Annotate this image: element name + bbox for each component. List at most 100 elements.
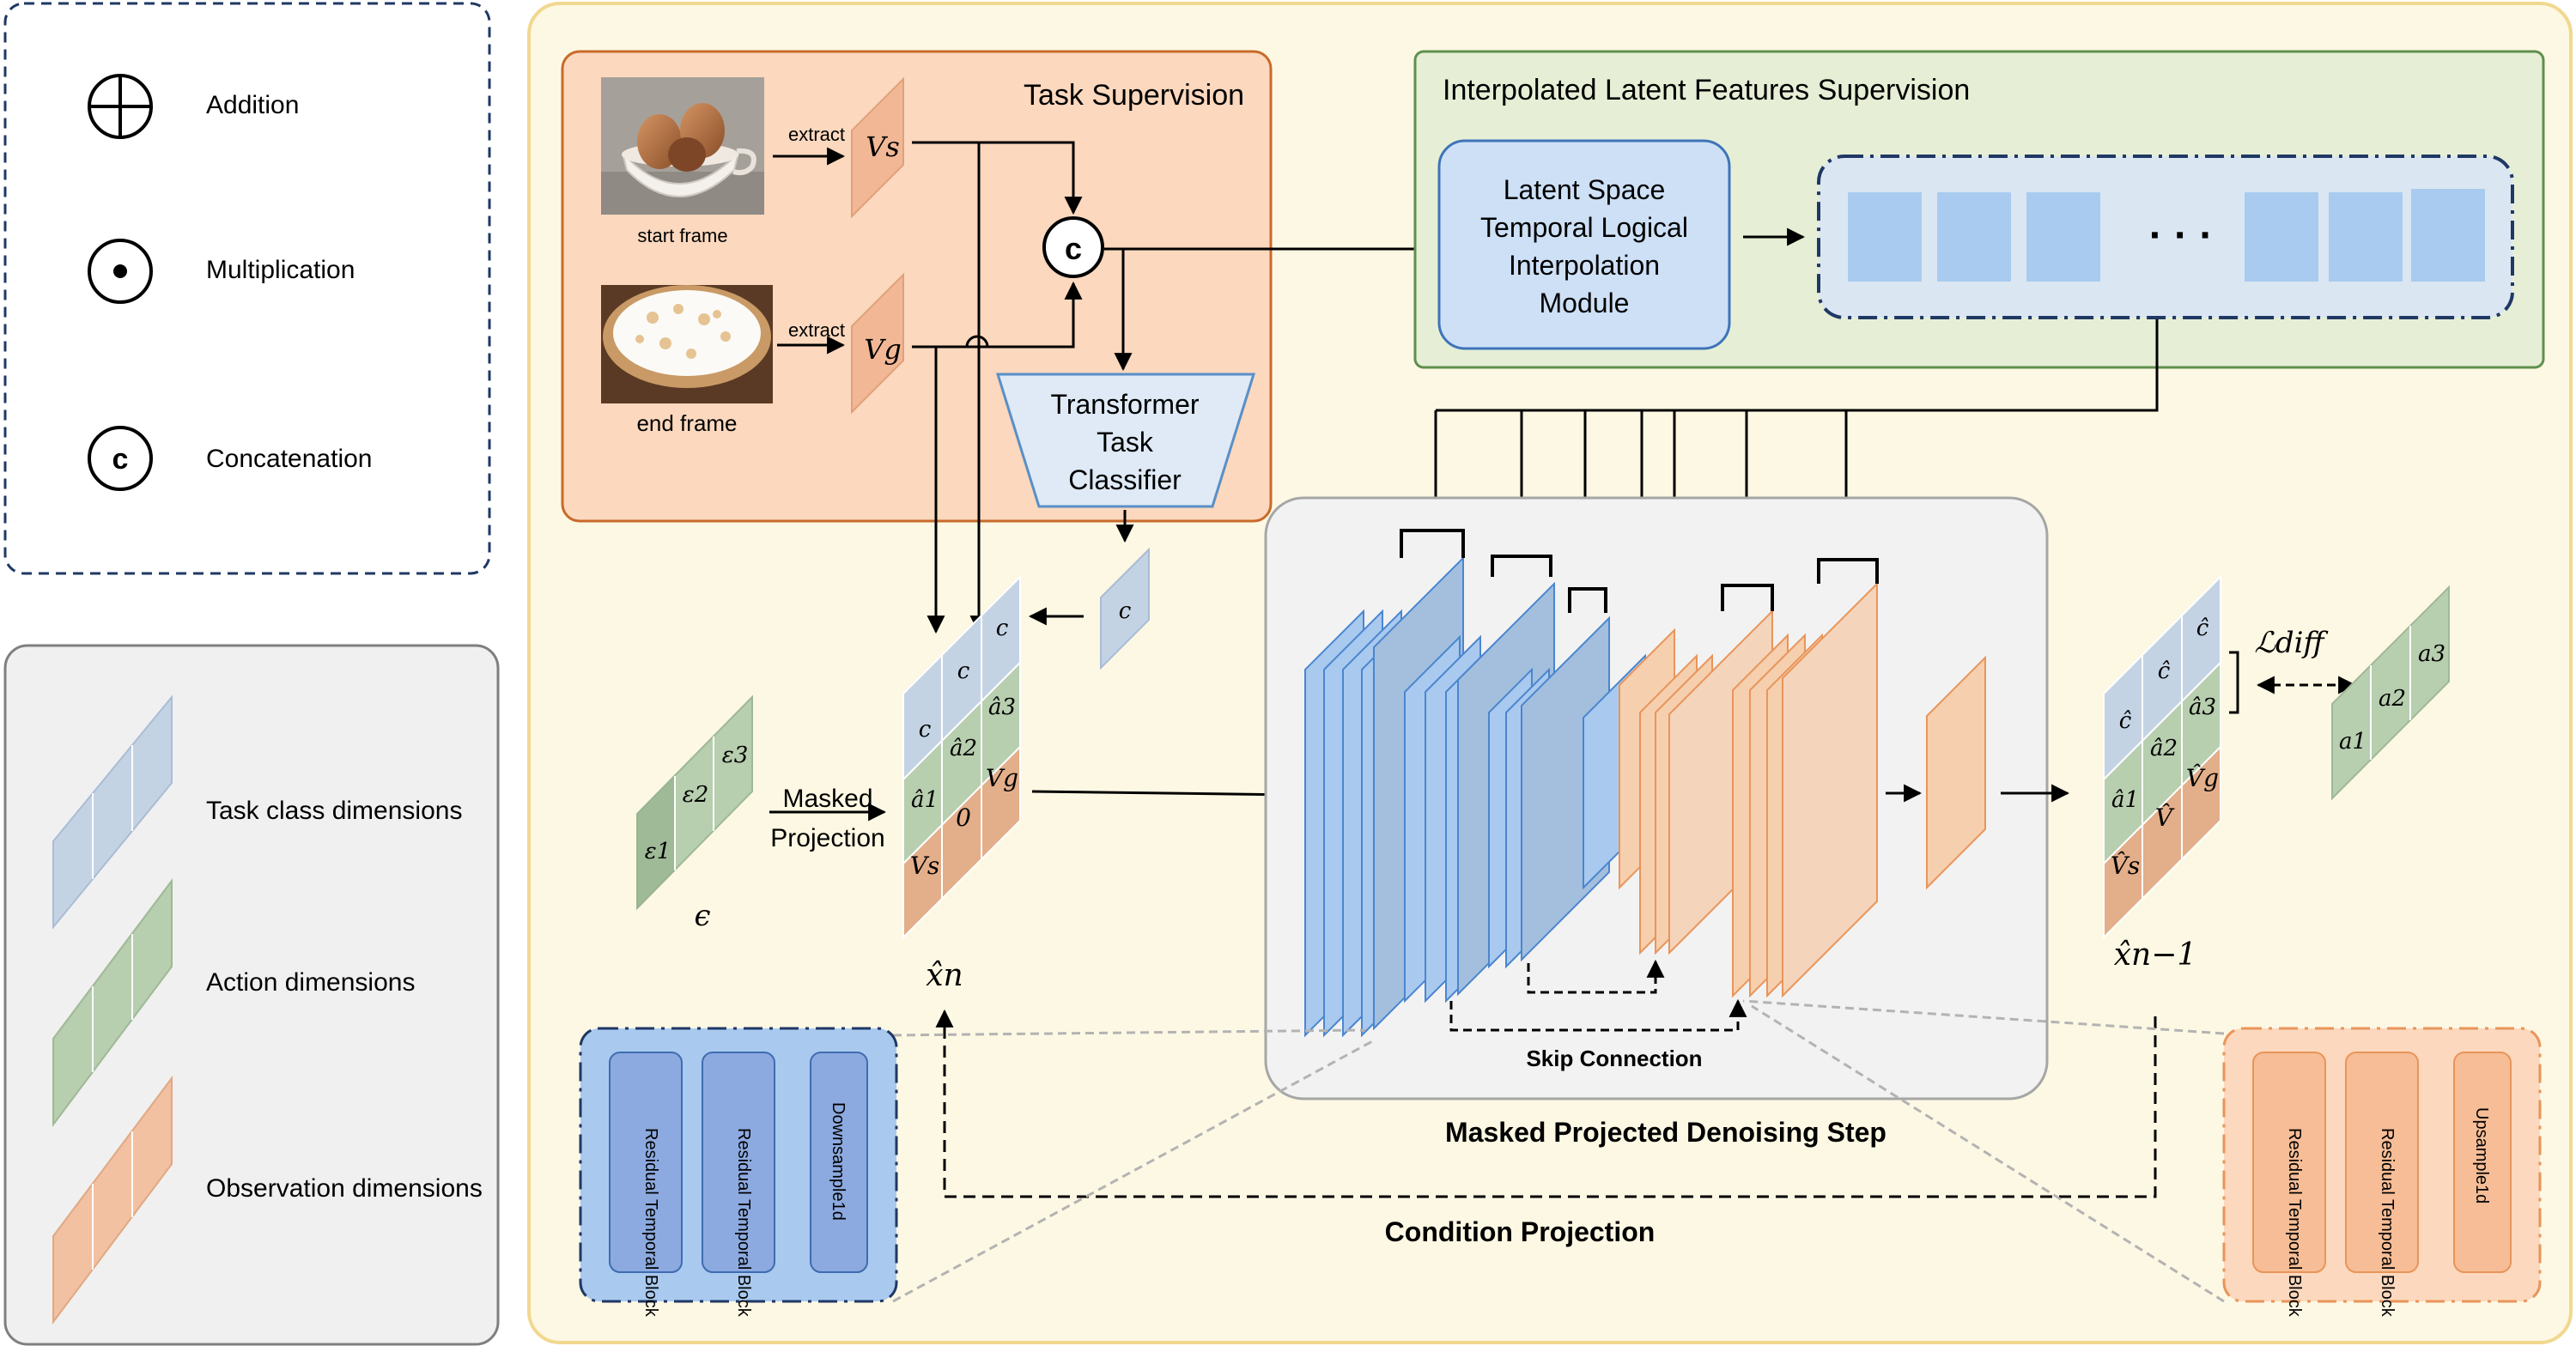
multiplication-label: Multiplication xyxy=(206,256,355,284)
out-task-2: ĉ xyxy=(2158,658,2171,684)
addition-label: Addition xyxy=(206,91,299,119)
out-action-1: â1 xyxy=(2111,787,2139,813)
out-obs-2: V̂ xyxy=(2155,803,2175,832)
observation-dimension-label: Observation dimensions xyxy=(206,1174,483,1203)
extract-label-end: extract xyxy=(788,319,845,341)
denoising-step-title: Masked Projected Denoising Step xyxy=(1445,1117,1886,1148)
skip-connection-label: Skip Connection xyxy=(1526,1046,1702,1071)
latent-feature-3 xyxy=(2026,192,2100,282)
xn-label: x̂n xyxy=(926,958,963,993)
up-block-detail: Residual Temporal Block Residual Tempora… xyxy=(2222,1027,2542,1318)
concat-node: c xyxy=(1042,216,1104,278)
features-ellipsis: · · · xyxy=(2149,213,2214,258)
upsample-block-label: Upsample1d xyxy=(2472,1107,2491,1204)
masked-projection-line-2: Projection xyxy=(770,824,884,852)
out-action-2: â2 xyxy=(2150,736,2178,761)
action-dimension-swatch xyxy=(52,878,173,1127)
classifier-line-2: Task xyxy=(1097,427,1154,458)
down-block-residual-2 xyxy=(702,1052,775,1273)
upsample-block xyxy=(2453,1052,2512,1273)
condition-projection-path xyxy=(935,1009,2157,1198)
down-block-residual-1-label: Residual Temporal Block xyxy=(641,1128,660,1318)
xn-obs-3: Vg xyxy=(986,764,1018,792)
end-frame-label: end frame xyxy=(636,410,737,436)
class-token: c xyxy=(1100,547,1150,670)
masked-projection-line-1: Masked xyxy=(782,785,872,813)
vg-feature: Vg xyxy=(851,272,904,415)
interpolation-module: Latent Space Temporal Logical Interpolat… xyxy=(1437,139,1731,350)
downsample-block-label: Downsample1d xyxy=(829,1102,848,1221)
transformer-task-classifier: Transformer Task Classifier xyxy=(995,373,1256,508)
eps-3: ε3 xyxy=(722,743,749,768)
task-supervision-title: Task Supervision xyxy=(1024,79,1244,112)
latent-feature-6 xyxy=(2411,189,2485,282)
decoder-layers xyxy=(1619,581,1986,998)
xn-action-3: â3 xyxy=(988,694,1016,720)
module-line-2: Temporal Logical xyxy=(1480,212,1688,243)
legend-operations: Addition Multiplication c Concatenation xyxy=(3,2,491,575)
down-block-residual-1 xyxy=(609,1052,683,1273)
down-block-detail: Residual Temporal Block Residual Tempora… xyxy=(579,1027,898,1318)
class-token-label: c xyxy=(1119,598,1132,624)
interp-supervision-title: Interpolated Latent Features Supervision xyxy=(1443,74,1970,106)
vs-feature: Vs xyxy=(851,76,904,219)
loss-label: ℒdiff xyxy=(2254,626,2328,660)
target-actions: a1 a2 a3 xyxy=(2331,585,2450,801)
up-block-residual-1 xyxy=(2252,1052,2326,1273)
out-obs-3: V̂g xyxy=(2186,764,2219,792)
noise-epsilon: ε1 ε2 ε3 xyxy=(636,694,753,911)
xn-task-1: c xyxy=(919,717,932,743)
output-grid: ĉ ĉ ĉ â1 â2 â3 V̂s V̂ V̂g xyxy=(2103,574,2221,940)
xn-grid: c c c â1 â2 â3 Vs 0 Vg xyxy=(902,574,1021,940)
concatenation-label: Concatenation xyxy=(206,445,372,473)
module-line-3: Interpolation xyxy=(1509,250,1660,281)
eps-1: ε1 xyxy=(645,839,671,864)
latent-feature-1 xyxy=(1848,192,1922,282)
xn-task-2: c xyxy=(957,658,970,684)
condition-projection-label: Condition Projection xyxy=(1385,1216,1656,1247)
addition-icon xyxy=(88,74,153,139)
down-block-residual-2-label: Residual Temporal Block xyxy=(734,1128,753,1318)
interpolated-features-sequence: · · · xyxy=(1817,155,2514,319)
target-a1: a1 xyxy=(2339,729,2366,755)
task-dimension-label: Task class dimensions xyxy=(206,797,462,825)
up-block-residual-2-label: Residual Temporal Block xyxy=(2378,1128,2397,1318)
classifier-line-3: Classifier xyxy=(1068,464,1182,495)
vs-symbol: Vs xyxy=(866,130,900,163)
eps-2: ε2 xyxy=(683,782,709,808)
xn-task-3: c xyxy=(996,615,1009,641)
feature-brackets xyxy=(1400,529,1879,613)
out-task-3: ĉ xyxy=(2196,615,2209,641)
classifier-line-1: Transformer xyxy=(1050,389,1199,420)
downsample-block xyxy=(810,1052,868,1273)
multiplication-icon xyxy=(88,239,153,304)
xn-1-label: x̂n−1 xyxy=(2114,937,2197,973)
action-dimension-label: Action dimensions xyxy=(206,968,415,997)
observation-dimension-swatch xyxy=(52,1076,173,1325)
out-action-3: â3 xyxy=(2189,694,2216,720)
xn-obs-2: 0 xyxy=(956,803,971,832)
xn-action-1: â1 xyxy=(911,787,939,813)
zoom-guides xyxy=(892,999,2225,1303)
concatenation-icon: c xyxy=(88,426,153,491)
legend-dimensions: Task class dimensions Action dimensions … xyxy=(3,644,500,1346)
encoder-layers xyxy=(1304,555,1646,1038)
concat-symbol: c xyxy=(112,443,129,476)
output-action-bracket xyxy=(2229,651,2239,714)
epsilon-symbol: ϵ xyxy=(694,899,710,933)
up-block-residual-2 xyxy=(2345,1052,2419,1273)
xn-obs-1: Vs xyxy=(910,852,940,880)
task-dimension-swatch xyxy=(52,694,173,930)
skip-connections xyxy=(1449,959,1747,1032)
latent-feature-2 xyxy=(1937,192,2011,282)
start-frame-label: start frame xyxy=(637,225,727,246)
concat-node-symbol: c xyxy=(1065,231,1082,266)
interp-supervision-panel: Interpolated Latent Features Supervision… xyxy=(1413,50,2545,369)
xn-action-2: â2 xyxy=(950,736,977,761)
latent-feature-5 xyxy=(2329,192,2403,282)
target-a3: a3 xyxy=(2418,641,2445,667)
task-supervision-panel: Task Supervision start frame end xyxy=(561,50,1273,523)
end-frame-image xyxy=(601,285,773,403)
out-obs-1: V̂s xyxy=(2111,852,2141,880)
